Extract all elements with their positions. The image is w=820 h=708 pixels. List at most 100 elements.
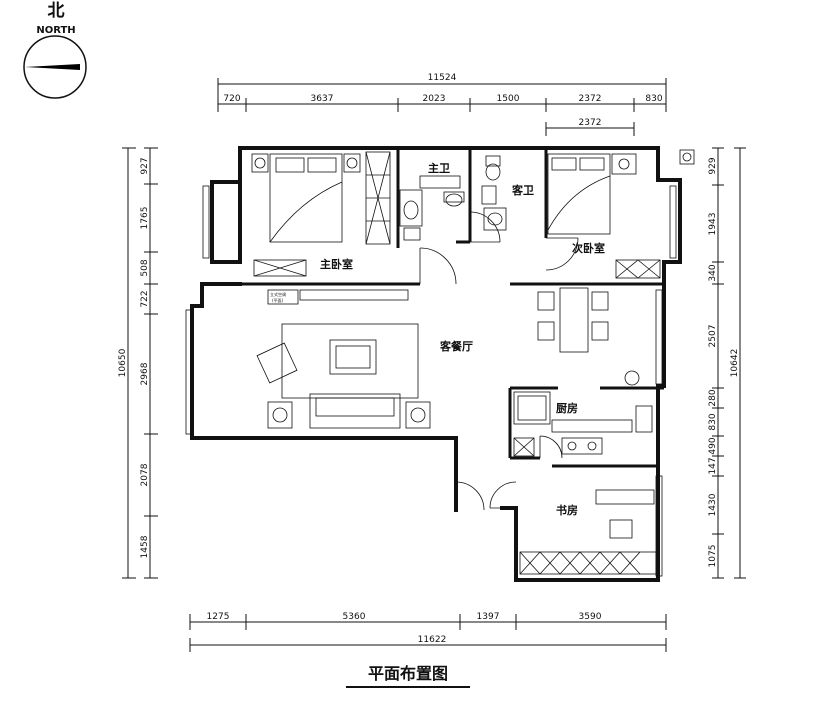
dim-right-seg: 1075 <box>708 545 718 568</box>
dimension-labels-right: 929 1943 340 2507 280 830 490 147 1430 1… <box>708 157 740 567</box>
study-furniture <box>519 489 657 575</box>
room-label-guest-bath: 客卫 <box>511 183 534 197</box>
dim-left-total: 10650 <box>118 348 128 377</box>
dimension-labels-bottom: 1275 5360 1397 3590 11622 <box>207 612 602 645</box>
dimension-labels-top: 11524 720 3637 2023 1500 2372 830 2372 <box>223 73 662 128</box>
dim-right-seg: 2507 <box>708 325 718 348</box>
coffee-table <box>329 339 377 375</box>
compass-north-cn: 北 <box>48 1 65 21</box>
dim-right-total: 10642 <box>730 349 740 378</box>
dim-right-seg: 340 <box>708 264 718 281</box>
second-wardrobe <box>615 259 661 279</box>
kitchen-counter <box>551 419 633 433</box>
room-label-study: 书房 <box>556 503 578 517</box>
master-bedroom-furniture <box>251 151 391 277</box>
nightstand-left <box>251 153 269 173</box>
drawing-title: 平面布置图 <box>368 664 448 683</box>
dim-top-seg: 830 <box>645 94 662 104</box>
dim-top-seg: 720 <box>223 94 240 104</box>
second-bed <box>547 153 611 235</box>
master-toilet-tank <box>443 191 465 203</box>
kitchen-fixtures <box>513 391 653 457</box>
dim-right-seg: 830 <box>708 413 718 430</box>
study-bookshelf <box>519 551 657 575</box>
nightstand-right <box>343 153 361 173</box>
master-bed <box>269 153 343 243</box>
dim-top-seg: 2023 <box>423 94 446 104</box>
shaft <box>513 437 535 457</box>
dim-left-seg: 927 <box>140 157 150 174</box>
interior-walls <box>240 148 664 580</box>
dim-right-seg: 147 <box>708 457 718 474</box>
side-table-left <box>267 401 293 429</box>
guest-bath-fixtures <box>481 155 507 231</box>
study-desk <box>595 489 655 505</box>
dim-left-seg: 722 <box>140 290 150 307</box>
compass-north-en: NORTH <box>36 25 75 36</box>
compass-circle <box>23 35 87 99</box>
room-label-second-bedroom: 次卧室 <box>572 241 605 255</box>
dim-top-seg: 2372 <box>579 94 602 104</box>
study-chair <box>609 519 633 539</box>
dim-bottom-seg: 1397 <box>477 612 500 622</box>
dim-right-seg: 1943 <box>708 213 718 236</box>
dim-left-seg: 1765 <box>140 207 150 230</box>
dining-furniture <box>537 287 640 386</box>
dining-chair <box>537 291 555 311</box>
dim-left-seg: 1458 <box>140 535 150 558</box>
dim-left-seg: 2968 <box>140 362 150 385</box>
dining-chair <box>591 321 609 341</box>
room-label-living-dining: 客餐厅 <box>439 339 473 353</box>
dining-chair <box>537 321 555 341</box>
master-toilet <box>445 193 463 207</box>
doors <box>419 211 579 511</box>
dimension-labels-left: 10650 927 1765 508 722 2968 2078 1458 <box>118 157 150 558</box>
kitchen-sink <box>635 405 653 433</box>
dim-top-total: 11524 <box>428 73 457 83</box>
dim-top-inner: 2372 <box>579 118 602 128</box>
plant-icon <box>624 370 640 386</box>
dim-top-seg: 3637 <box>311 94 334 104</box>
ac-unit-label: 立式空调 <box>270 291 286 297</box>
master-bath-fixtures <box>399 175 465 241</box>
master-dresser <box>253 259 307 277</box>
dim-right-seg: 929 <box>708 157 718 174</box>
dim-left-seg: 2078 <box>140 463 150 486</box>
window-frames <box>185 185 677 577</box>
outdoor-unit <box>679 149 695 165</box>
sofa <box>309 393 401 429</box>
guest-bath-basin <box>483 207 507 231</box>
second-nightstand <box>611 153 637 175</box>
living-room-furniture <box>256 289 431 429</box>
tv-cabinet <box>299 289 409 301</box>
dim-top-seg: 1500 <box>497 94 520 104</box>
dim-bottom-seg: 1275 <box>207 612 230 622</box>
side-table-right <box>405 401 431 429</box>
master-bed-cover <box>269 181 343 243</box>
compass: 北 NORTH <box>23 1 87 99</box>
guest-toilet <box>485 163 501 181</box>
exterior-walls <box>190 146 682 582</box>
master-bath-vanity <box>399 189 423 227</box>
dim-bottom-seg: 5360 <box>343 612 366 622</box>
dim-bottom-total: 11622 <box>418 635 447 645</box>
room-label-kitchen: 厨房 <box>556 401 578 415</box>
room-label-master-bedroom: 主卧室 <box>320 257 353 271</box>
dim-right-seg: 280 <box>708 389 718 406</box>
second-bedroom-furniture <box>547 149 695 279</box>
dining-chair <box>591 291 609 311</box>
dim-right-seg: 490 <box>708 437 718 454</box>
room-label-master-bath: 主卫 <box>428 161 450 175</box>
dim-left-seg: 508 <box>140 259 150 276</box>
dining-table <box>559 287 589 353</box>
lounge-chair <box>256 342 298 384</box>
living-rug <box>281 323 419 399</box>
ac-unit <box>267 289 299 305</box>
dim-bottom-seg: 3590 <box>579 612 602 622</box>
guest-toilet-tank <box>485 155 501 167</box>
compass-needle-icon <box>25 64 80 70</box>
master-bath-cabinet <box>403 227 421 241</box>
dim-right-seg: 1430 <box>708 493 718 516</box>
